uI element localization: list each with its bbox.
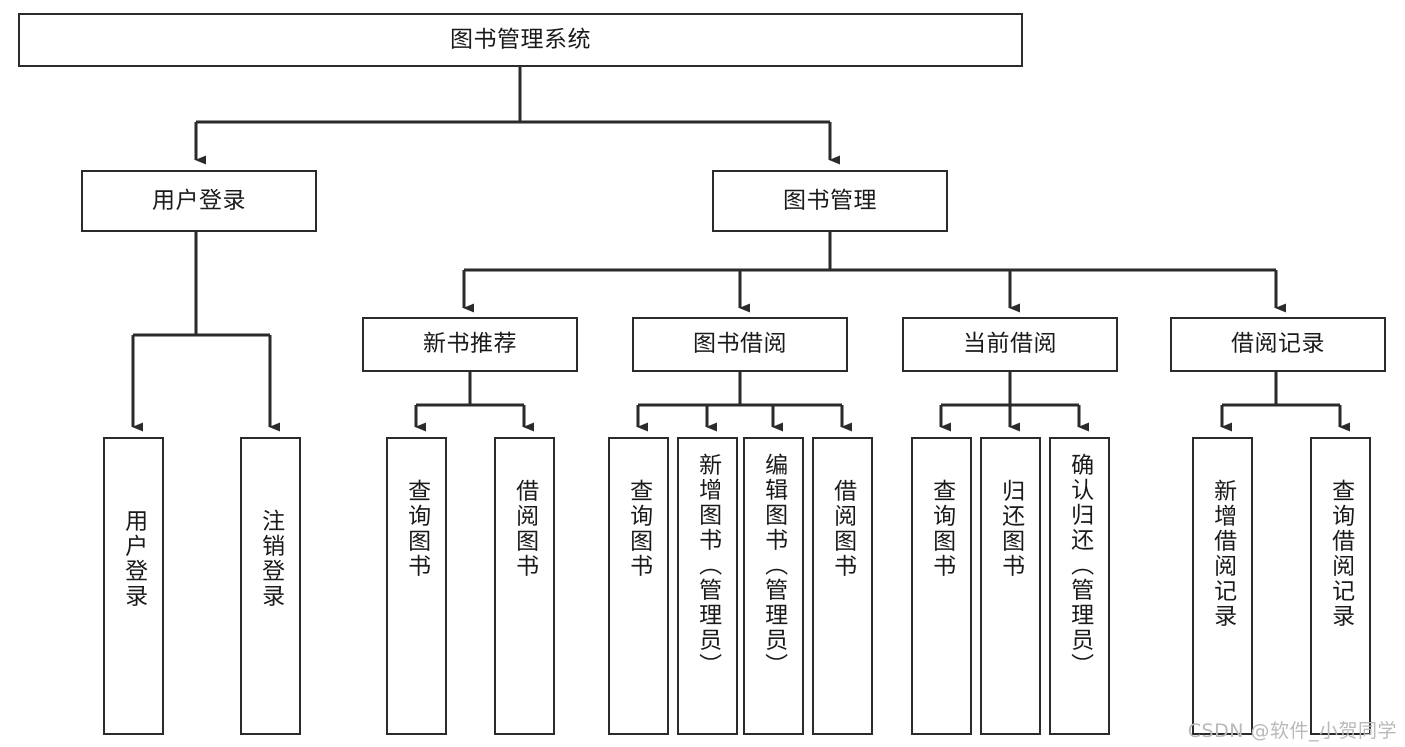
node-book-management[interactable]: 图书管理	[712, 170, 948, 232]
node-root-system[interactable]: 图书管理系统	[18, 13, 1023, 67]
node-leaf-query-book-2-label: 查询图书	[625, 479, 652, 579]
node-leaf-logout-login[interactable]: 注销登录	[240, 437, 301, 735]
node-root-system-label: 图书管理系统	[450, 26, 591, 53]
node-leaf-query-record[interactable]: 查询借阅记录	[1310, 437, 1371, 735]
node-leaf-add-record[interactable]: 新增借阅记录	[1192, 437, 1253, 735]
node-leaf-query-record-label: 查询借阅记录	[1327, 479, 1354, 629]
node-leaf-borrow-book-2[interactable]: 借阅图书	[812, 437, 873, 735]
node-user-login-label: 用户登录	[152, 187, 246, 214]
node-leaf-borrow-book-1-label: 借阅图书	[511, 479, 538, 579]
node-leaf-query-book-3[interactable]: 查询图书	[911, 437, 972, 735]
node-leaf-edit-book[interactable]: 编辑图书（管理员）	[743, 437, 804, 735]
node-leaf-edit-book-label: 编辑图书（管理员）	[760, 453, 787, 678]
node-leaf-borrow-book-2-label: 借阅图书	[829, 479, 856, 579]
node-leaf-return-book-label: 归还图书	[997, 479, 1024, 579]
node-leaf-confirm-return[interactable]: 确认归还（管理员）	[1049, 437, 1110, 735]
node-leaf-query-book-3-label: 查询图书	[928, 479, 955, 579]
node-leaf-add-book[interactable]: 新增图书（管理员）	[677, 437, 738, 735]
node-book-management-label: 图书管理	[783, 187, 877, 214]
node-current-borrow[interactable]: 当前借阅	[902, 317, 1118, 372]
node-leaf-query-book-2[interactable]: 查询图书	[608, 437, 669, 735]
node-borrow-record[interactable]: 借阅记录	[1170, 317, 1386, 372]
node-new-book-recommend-label: 新书推荐	[423, 331, 517, 358]
node-current-borrow-label: 当前借阅	[963, 331, 1057, 358]
node-leaf-borrow-book-1[interactable]: 借阅图书	[494, 437, 555, 735]
node-leaf-add-book-label: 新增图书（管理员）	[694, 453, 721, 678]
node-leaf-add-record-label: 新增借阅记录	[1209, 479, 1236, 629]
node-new-book-recommend[interactable]: 新书推荐	[362, 317, 578, 372]
node-borrow-record-label: 借阅记录	[1231, 331, 1325, 358]
node-user-login[interactable]: 用户登录	[81, 170, 317, 232]
node-leaf-return-book[interactable]: 归还图书	[980, 437, 1041, 735]
node-leaf-logout-login-label: 注销登录	[257, 509, 284, 609]
node-book-borrow[interactable]: 图书借阅	[632, 317, 848, 372]
node-leaf-user-login-label: 用户登录	[120, 509, 147, 609]
node-leaf-query-book-1[interactable]: 查询图书	[386, 437, 447, 735]
node-leaf-confirm-return-label: 确认归还（管理员）	[1066, 453, 1093, 678]
node-book-borrow-label: 图书借阅	[693, 331, 787, 358]
node-leaf-query-book-1-label: 查询图书	[403, 479, 430, 579]
watermark-text: CSDN @软件_小贺同学	[1187, 720, 1397, 742]
node-leaf-user-login[interactable]: 用户登录	[103, 437, 164, 735]
